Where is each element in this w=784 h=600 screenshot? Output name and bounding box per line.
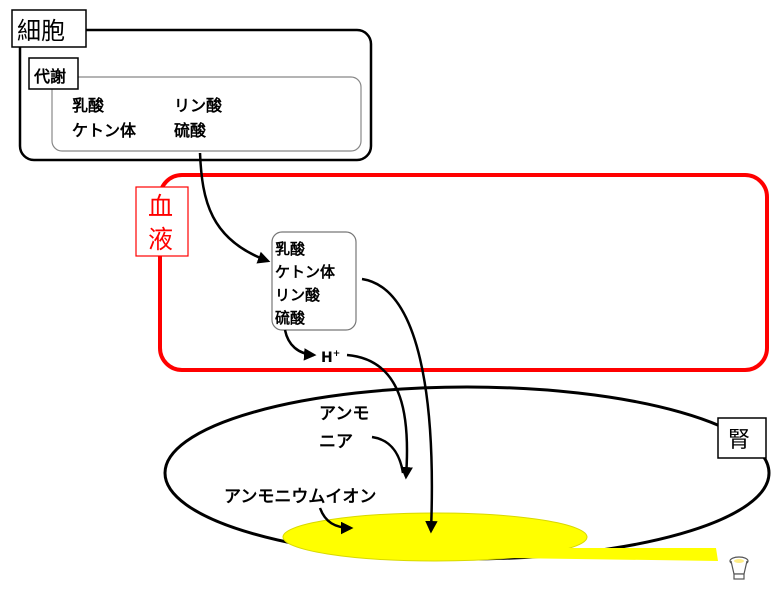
arrow-cell-to-blood	[198, 152, 271, 264]
metabolism-label: 代謝	[33, 67, 66, 86]
cell-label: 細胞	[17, 17, 65, 45]
metabolism-label-box	[28, 57, 79, 90]
kidney-label-box	[717, 417, 767, 459]
ammonia-label-2: ニア	[319, 432, 353, 452]
proton-charge: +	[333, 349, 341, 359]
blood-ketone-bodies: ケトン体	[275, 263, 336, 281]
cell-phosphoric-acid: リン酸	[174, 96, 223, 115]
proton-symbol: H	[321, 350, 333, 366]
arrow-ammonium-to-urine	[318, 507, 354, 535]
urine-stream	[440, 548, 718, 561]
arrow-acids-to-proton	[283, 329, 317, 361]
blood-label-2: 液	[148, 225, 173, 254]
blood-phosphoric-acid: リン酸	[275, 286, 321, 304]
blood-acids-box	[271, 231, 357, 331]
blood-sulfuric-acid: 硫酸	[275, 309, 306, 327]
arrow-ammonia-to-ammonium	[371, 435, 405, 474]
blood-label-box	[135, 186, 189, 257]
metabolism-box	[51, 76, 362, 152]
blood-lactic-acid: 乳酸	[275, 240, 306, 258]
arrow-ketone-to-urine	[361, 277, 438, 534]
cell-lactic-acid: 乳酸	[72, 96, 105, 115]
blood-label-1: 血	[148, 192, 173, 221]
blood-box	[158, 173, 769, 372]
arrow-proton-to-ammonium	[346, 353, 413, 480]
kidney-label: 腎	[728, 428, 750, 453]
cell-label-box	[11, 9, 87, 48]
ammonium-ion-label: アンモニウムイオン	[224, 487, 376, 507]
toilet-icon	[729, 556, 749, 580]
cell-ketone-bodies: ケトン体	[72, 121, 137, 140]
ammonia-label-1: アンモ	[319, 404, 369, 424]
proton-label: H+	[321, 349, 340, 366]
cell-sulfuric-acid: 硫酸	[174, 121, 207, 140]
